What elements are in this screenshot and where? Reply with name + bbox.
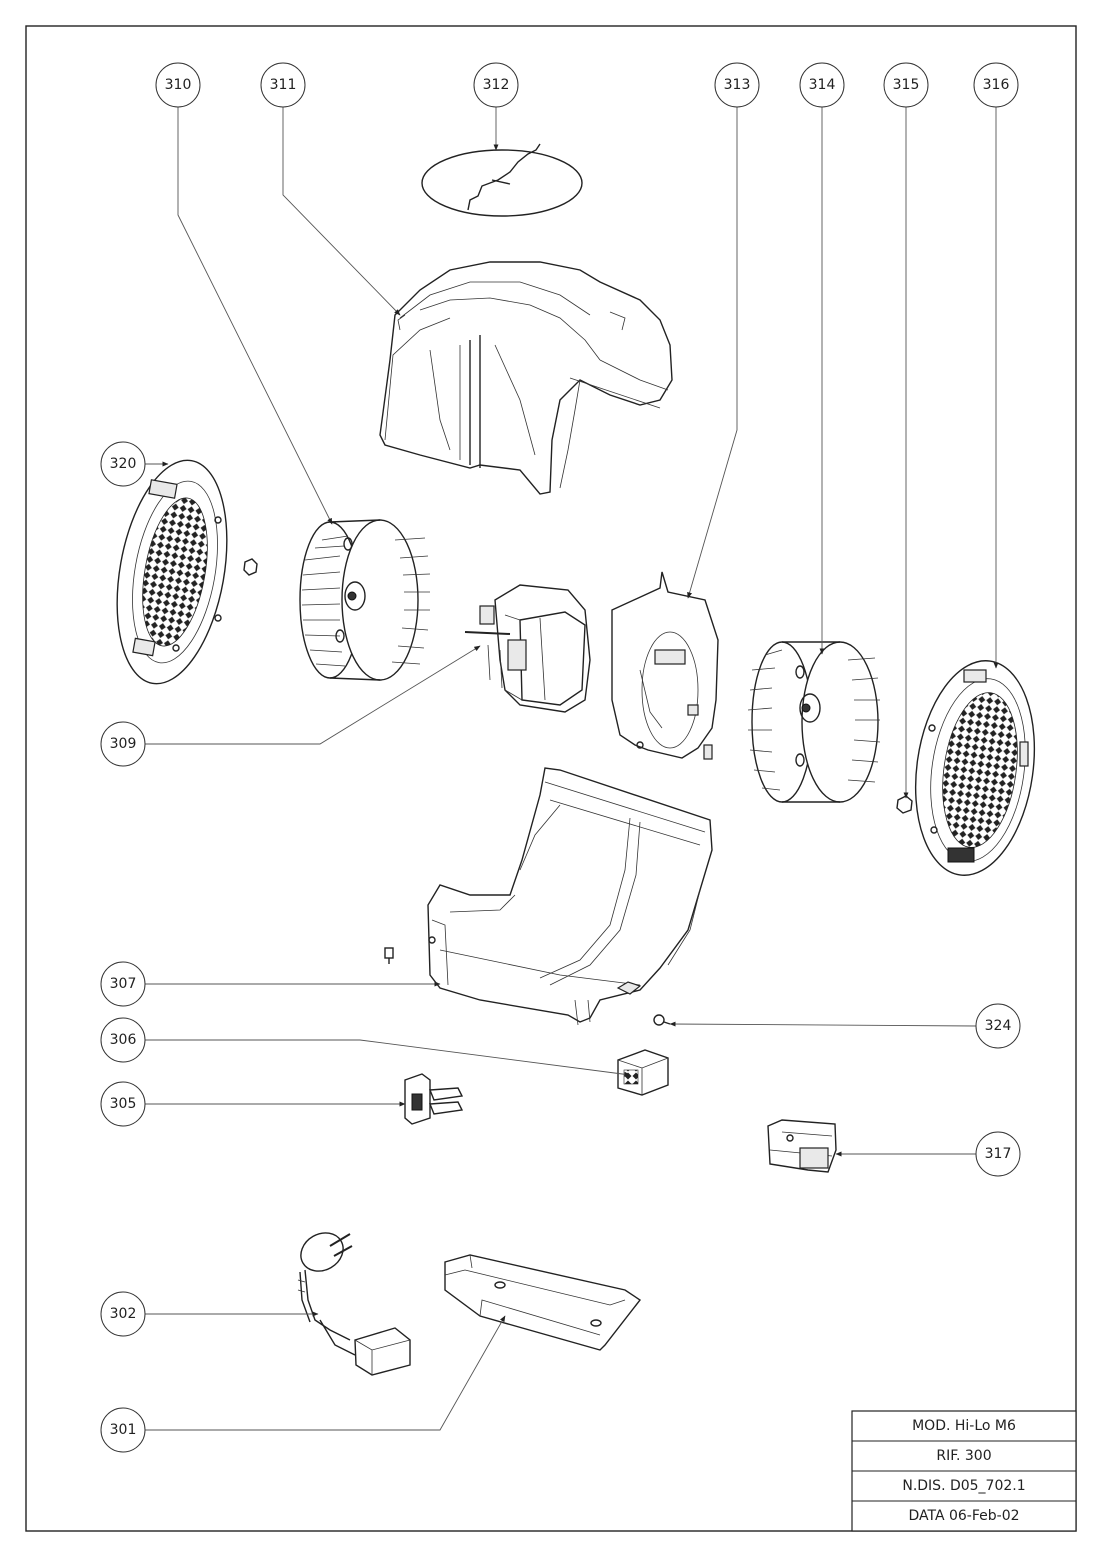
callout-324: 324 [975,1003,1021,1049]
svg-text:317: 317 [985,1146,1012,1162]
svg-text:309: 309 [110,736,137,752]
svg-text:320: 320 [110,456,137,472]
svg-text:315: 315 [893,77,920,93]
callout-307: 307 [100,961,146,1007]
svg-text:313: 313 [724,77,751,93]
svg-text:310: 310 [165,77,192,93]
part-317-bracket [767,1119,837,1173]
callout-320: 320 [100,441,146,487]
part-306-connector [617,1049,669,1096]
drawing-frame [25,25,1077,1532]
callout-305: 305 [100,1081,146,1127]
callout-311: 311 [260,62,306,108]
part-312-cover-disc [421,143,583,217]
callout-313: 313 [714,62,760,108]
part-320-left-grille [116,459,258,685]
part-315-nut [896,795,913,814]
title-block: MOD. Hi-Lo M6 RIF. 300 N.DIS. D05_702.1 … [851,1410,1077,1532]
callout-306: 306 [100,1017,146,1063]
svg-text:306: 306 [110,1032,137,1048]
callout-317: 317 [975,1131,1021,1177]
svg-text:324: 324 [985,1018,1012,1034]
part-316-right-grille [914,660,1036,876]
svg-text:316: 316 [983,77,1010,93]
svg-text:314: 314 [809,77,836,93]
title-block-reference: RIF. 300 [936,1448,991,1464]
callout-302: 302 [100,1291,146,1337]
part-324-screw [653,1014,671,1026]
callout-312: 312 [473,62,519,108]
svg-text:312: 312 [483,77,510,93]
svg-text:301: 301 [110,1422,137,1438]
leader-lines [145,107,999,1431]
callout-315: 315 [883,62,929,108]
part-310-left-impeller [299,519,431,681]
svg-text:307: 307 [110,976,137,992]
title-block-drawing-number: N.DIS. D05_702.1 [902,1478,1025,1494]
part-307-lower-housing [427,767,713,1026]
part-313-side-plate [611,571,719,760]
part-301-tray [444,1254,642,1351]
svg-text:302: 302 [110,1306,137,1322]
part-302-power-cord [297,1232,411,1376]
part-309-motor [464,584,591,713]
part-screw-left [384,947,394,964]
callout-314: 314 [799,62,845,108]
callout-310: 310 [155,62,201,108]
svg-text:305: 305 [110,1096,137,1112]
svg-text:311: 311 [270,77,297,93]
title-block-date: DATA 06-Feb-02 [908,1508,1019,1524]
callout-316: 316 [973,62,1019,108]
callout-301: 301 [100,1407,146,1453]
part-314-right-impeller [747,641,881,803]
part-311-upper-housing [379,261,673,495]
part-305-socket [404,1073,464,1125]
callout-309: 309 [100,721,146,767]
title-block-model: MOD. Hi-Lo M6 [912,1418,1016,1434]
